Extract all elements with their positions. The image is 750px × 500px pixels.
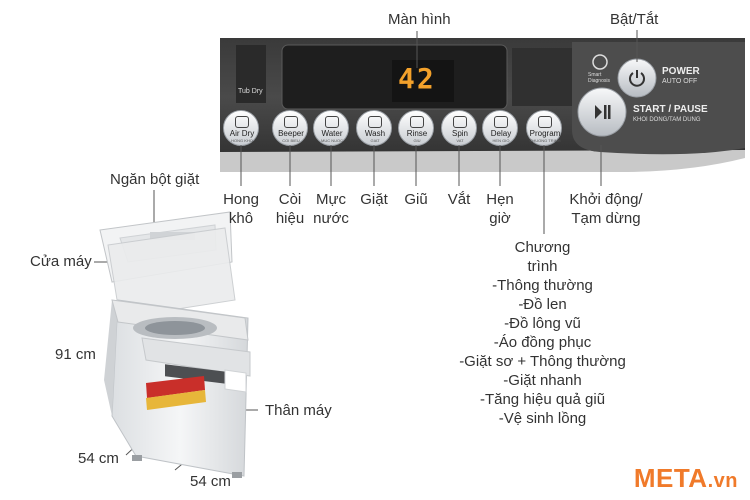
- program-list-item: -Đồ lông vũ: [504, 315, 581, 332]
- panel-button-sublabel: GIU: [413, 138, 421, 143]
- program-list-items: -Thông thường -Đồ len -Đồ lông vũ -Áo đồng …: [440, 276, 645, 428]
- meta-vn-watermark: META.vn: [633, 463, 738, 493]
- panel-button-label: Delay: [490, 129, 512, 138]
- label-hong-kho: Hong khô: [223, 191, 259, 227]
- panel-button-label: Wash: [364, 129, 386, 138]
- panel-button-sublabel: CHUONG TRINH: [529, 138, 561, 143]
- program-list: Chương trình -Thông thường -Đồ len -Đồ lôn…: [440, 238, 645, 428]
- program-icon: [538, 116, 552, 128]
- label-khoi-dong: Khởi động/ Tạm dừng: [569, 191, 643, 227]
- label-giu: Giũ: [404, 191, 428, 208]
- panel-button-label: Program: [529, 129, 561, 138]
- panel-button-sublabel: COI BIEU: [282, 138, 300, 143]
- panel-button-sublabel: HEN GIO: [492, 138, 510, 143]
- power-label: POWER: [662, 66, 700, 77]
- label-depth: 54 cm: [78, 450, 119, 467]
- label-width: 54 cm: [190, 473, 231, 490]
- panel-button-label: Beeper: [278, 129, 304, 138]
- start-pause-sub-label: KHOI DONG/TAM DUNG: [633, 117, 701, 123]
- smart-diagnosis-label: Smart Diagnosis: [588, 72, 610, 84]
- air-dry-icon: [235, 116, 249, 128]
- spin-icon: [453, 116, 467, 128]
- program-list-item: -Giặt nhanh: [503, 372, 582, 389]
- label-coi-hieu: Còi hiệu: [275, 191, 305, 227]
- panel-button-label: Rinse: [406, 129, 428, 138]
- start-pause-label: START / PAUSE: [633, 104, 708, 115]
- program-list-item: -Giặt sơ + Thông thường: [459, 353, 626, 370]
- label-ngan-bot-giat: Ngăn bột giặt: [110, 171, 200, 188]
- panel-button-label: Water: [321, 129, 343, 138]
- panel-button-sublabel: VAT: [456, 138, 464, 143]
- smart-diagnosis-icon: [592, 54, 608, 70]
- panel-button-sublabel: MUC NUOC: [321, 138, 343, 143]
- panel-button-sublabel: GIAT: [370, 138, 380, 143]
- label-man-hinh: Màn hình: [388, 11, 451, 28]
- display-readout: 42: [398, 62, 436, 95]
- program-list-item: -Thông thường: [492, 277, 593, 294]
- speaker-icon: [284, 116, 298, 128]
- power-sub-label: AUTO OFF: [662, 78, 698, 85]
- clock-icon: [494, 116, 508, 128]
- rinse-icon: [410, 116, 424, 128]
- label-giat: Giặt: [360, 191, 388, 208]
- play-pause-icon[interactable]: [592, 102, 612, 122]
- label-bat-tat: Bật/Tắt: [610, 11, 659, 28]
- tub-dry-label: Tub Dry: [238, 88, 263, 95]
- program-list-item: -Vệ sinh lồng: [498, 410, 587, 427]
- wash-icon: [368, 116, 382, 128]
- program-list-item: -Đồ len: [518, 296, 567, 313]
- panel-button-label: Spin: [451, 129, 468, 138]
- label-cua-may: Cửa máy: [30, 253, 92, 270]
- panel-button-sublabel: HONG KHO: [231, 138, 253, 143]
- label-hen-gio: Hẹn giờ: [486, 191, 514, 227]
- program-list-item: -Áo đồng phục: [493, 334, 592, 351]
- panel-button-label: Air Dry: [229, 129, 255, 138]
- program-list-title: Chương trình: [514, 239, 571, 275]
- label-height: 91 cm: [55, 346, 96, 363]
- label-vat: Vắt: [447, 191, 471, 208]
- label-than-may: Thân máy: [265, 402, 332, 419]
- water-icon: [325, 116, 339, 128]
- power-icon[interactable]: [627, 68, 647, 88]
- program-list-item: -Tăng hiệu quả giũ: [479, 391, 606, 408]
- label-muc-nuoc: Mực nước: [313, 191, 349, 227]
